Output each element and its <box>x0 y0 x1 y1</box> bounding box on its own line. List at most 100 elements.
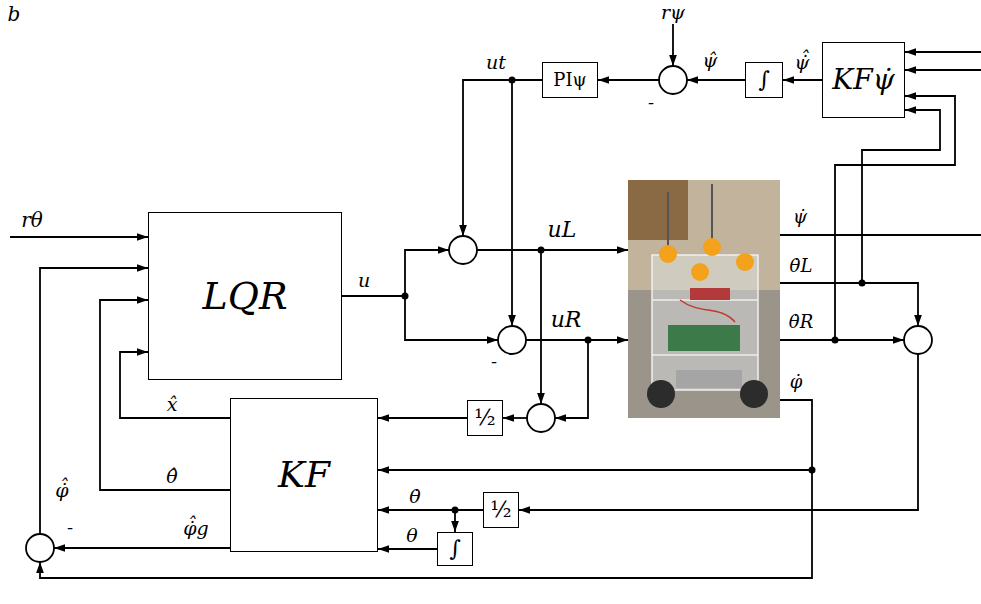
robot-board <box>690 288 730 300</box>
block-text: PIψ <box>553 71 586 89</box>
signal-wire <box>780 339 904 341</box>
summing-junction <box>659 66 687 94</box>
robot-board <box>668 325 740 351</box>
signal-wire <box>835 96 955 340</box>
signal-wire <box>54 547 230 549</box>
signal-wire <box>342 250 449 296</box>
block-box: LQR <box>148 212 342 380</box>
robot-wire <box>680 300 735 322</box>
wire-group <box>10 24 981 578</box>
branch-dot <box>859 280 866 287</box>
signal-name: θ̇R <box>789 313 813 331</box>
branch-dot <box>538 247 545 254</box>
branch-dot <box>809 467 816 474</box>
signal-name: θ <box>405 526 418 545</box>
signal-wire <box>555 340 588 418</box>
summing-junction <box>449 236 477 264</box>
robot-wheel <box>647 380 675 408</box>
robot-shelf <box>652 354 758 356</box>
signal-wire <box>511 80 513 326</box>
robot-wheel <box>740 380 768 408</box>
branch-dot <box>402 293 409 300</box>
signal-arrow <box>455 510 483 532</box>
robot-frame <box>652 255 758 390</box>
branch-dot <box>509 77 516 84</box>
robot-marker-ball <box>736 253 754 271</box>
signal-name: ψ̇ <box>793 208 807 226</box>
minus-sign: - <box>67 519 73 537</box>
robot-marker-ball <box>659 245 677 263</box>
panel-letter: b <box>8 4 21 24</box>
signal-wire <box>526 339 628 341</box>
connector-group <box>100 80 822 549</box>
block-text: ∫ <box>449 538 460 560</box>
signal-arrow <box>783 79 822 81</box>
branch-dot <box>832 337 839 344</box>
signal-wire <box>905 51 981 53</box>
robot-motor <box>676 370 742 388</box>
branch-dot <box>585 337 592 344</box>
robot-photo <box>628 180 780 418</box>
block-box: KF <box>230 398 378 552</box>
signal-wire <box>40 268 148 534</box>
signal-wire <box>405 296 498 340</box>
signal-name: θ̂ <box>165 467 178 486</box>
signal-name: θ̇L <box>790 257 813 275</box>
block-text: LQR <box>203 277 288 315</box>
block-box: ½ <box>467 400 503 436</box>
signal-name: x̂ <box>166 395 179 414</box>
signal-name: φ̇̂ <box>55 481 68 500</box>
signal-wire <box>780 234 981 236</box>
photo-table <box>628 180 688 240</box>
signal-wire <box>463 80 542 236</box>
signal-name: φ̇ <box>790 373 803 391</box>
signal-wire <box>905 69 981 71</box>
block-box: KFψ̇ <box>822 42 905 118</box>
signal-name: uR <box>551 309 582 331</box>
signal-arrow <box>378 417 467 419</box>
signal-name: rθ <box>21 210 43 230</box>
signal-wire <box>687 79 745 81</box>
summing-junction <box>527 404 555 432</box>
signal-wire <box>540 250 542 404</box>
signal-wire <box>862 110 940 283</box>
signal-wire <box>10 236 148 238</box>
block-box: ∫ <box>437 532 473 566</box>
summing-junction <box>904 326 932 354</box>
minus-sign: - <box>491 353 497 371</box>
signal-name: ψ̇̂ <box>794 53 811 72</box>
signal-arrow <box>378 548 437 550</box>
signal-wire <box>519 354 918 510</box>
block-text: KFψ̇ <box>832 66 894 94</box>
block-box: ½ <box>483 492 519 528</box>
block-text: ∫ <box>758 69 769 91</box>
block-box: PIψ <box>542 62 598 98</box>
signal-wire <box>598 79 659 81</box>
signal-name: rψ <box>661 3 685 22</box>
signal-wire <box>378 400 812 470</box>
signal-wire <box>477 249 628 251</box>
summing-junction <box>498 326 526 354</box>
summing-junctions <box>26 66 932 562</box>
signal-wire <box>40 470 812 578</box>
photo-ground <box>628 180 780 418</box>
robot-marker-ball <box>703 238 721 256</box>
signal-name: θ̇ <box>408 487 421 506</box>
robot-marker-ball <box>691 263 709 281</box>
block-text: KF <box>278 457 330 493</box>
summing-junction <box>26 534 54 562</box>
signal-name: ψ̂ <box>703 51 718 70</box>
block-text: ½ <box>490 499 511 521</box>
signal-wire <box>672 24 674 66</box>
branch-dots <box>402 77 866 514</box>
block-box: ∫ <box>745 62 783 98</box>
signal-name: uL <box>548 219 577 241</box>
minus-sign: - <box>648 94 654 112</box>
block-text: ½ <box>474 407 495 429</box>
signal-name: u <box>358 271 370 290</box>
signal-name: φ̇̂g <box>183 519 208 538</box>
signal-name: ut <box>486 53 506 72</box>
signal-wire <box>503 417 527 419</box>
